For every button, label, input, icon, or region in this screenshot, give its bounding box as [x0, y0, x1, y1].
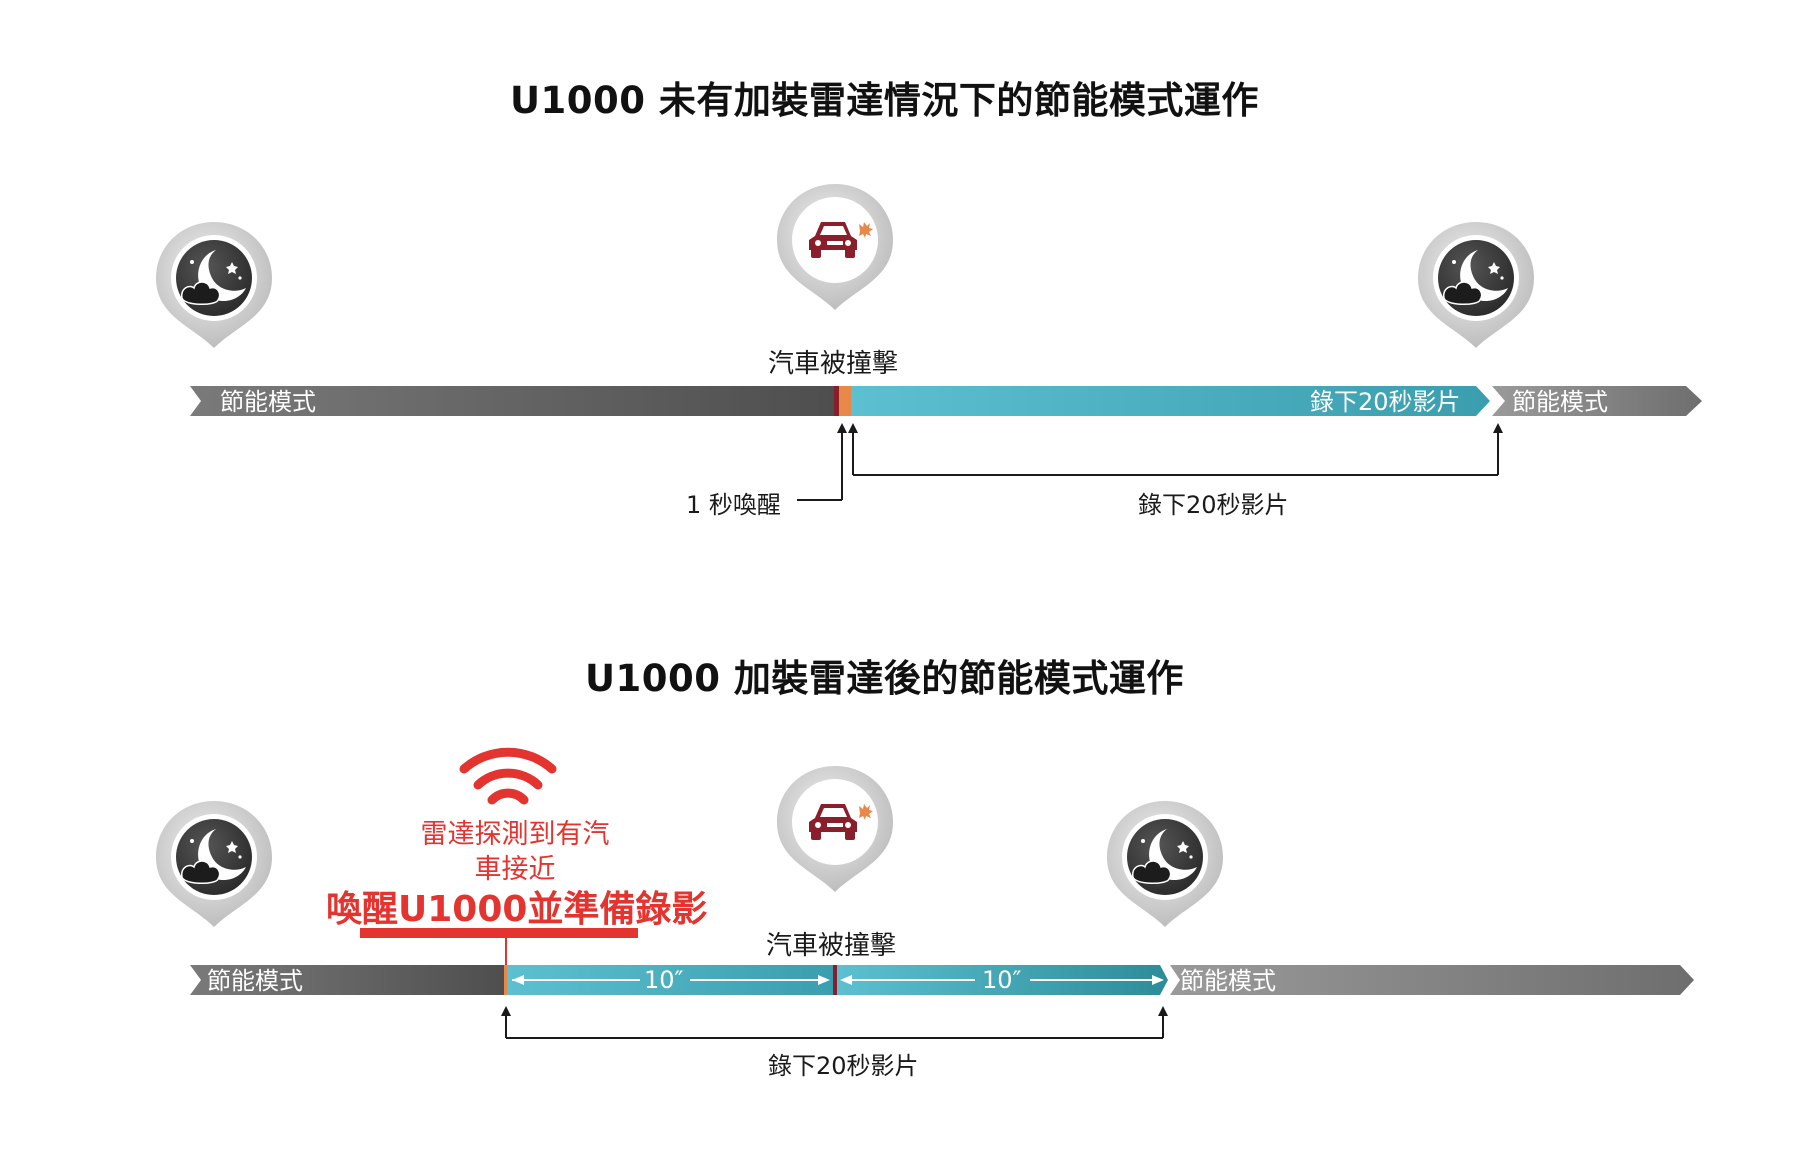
bottom-right-mode-label: 節能模式	[1180, 967, 1276, 995]
top-timeline	[190, 386, 1702, 416]
bottom-record-bracket-label: 錄下20秒影片	[768, 1052, 919, 1080]
top-sleep-segment-right	[1492, 386, 1702, 416]
radar-text-line1: 雷達探測到有汽	[420, 819, 610, 850]
top-event-label: 汽車被撞擊	[768, 349, 899, 379]
top-diagram-title: U1000 未有加裝雷達情況下的節能模式運作	[510, 79, 1259, 122]
bottom-timeline	[190, 965, 1694, 995]
top-right-mode-label: 節能模式	[1512, 388, 1608, 416]
top-crash-marker	[834, 386, 839, 416]
bottom-radar-wake-marker	[504, 965, 507, 995]
top-wake-segment	[839, 386, 851, 416]
bottom-sleep-segment-right	[1170, 965, 1694, 995]
bottom-post-record-segment	[837, 965, 1168, 995]
bottom-segment2-duration: 10″	[982, 966, 1022, 994]
bottom-moon-icon-right	[1107, 801, 1223, 927]
top-moon-icon-right	[1418, 222, 1534, 348]
bottom-segment1-duration: 10″	[644, 966, 684, 994]
top-left-mode-label: 節能模式	[220, 388, 316, 416]
top-moon-icon-left	[156, 222, 272, 348]
bottom-left-mode-label: 節能模式	[207, 967, 303, 995]
bottom-sleep-segment-left	[190, 965, 506, 995]
bottom-car-crash-icon	[777, 766, 893, 892]
radar-text-line2: 車接近	[474, 854, 556, 885]
top-recording-segment	[851, 386, 1490, 416]
top-record-bracket-label: 錄下20秒影片	[1138, 491, 1289, 519]
bottom-annotations	[501, 1006, 1168, 1039]
wifi-signal-icon	[459, 747, 557, 805]
bottom-moon-icon-left	[156, 801, 272, 927]
bottom-diagram-title: U1000 加裝雷達後的節能模式運作	[585, 657, 1184, 700]
top-recording-bar-label: 錄下20秒影片	[1310, 388, 1461, 416]
top-sleep-segment-left	[190, 386, 838, 416]
bottom-crash-marker	[833, 965, 837, 995]
bottom-event-label: 汽車被撞擊	[766, 931, 897, 961]
top-annotations	[797, 423, 1503, 501]
top-wake-label: 1 秒喚醒	[686, 491, 781, 519]
radar-highlight-text: 喚醒U1000並準備錄影	[326, 889, 708, 930]
top-car-crash-icon	[777, 184, 893, 310]
radar-highlight-underline	[360, 928, 638, 938]
